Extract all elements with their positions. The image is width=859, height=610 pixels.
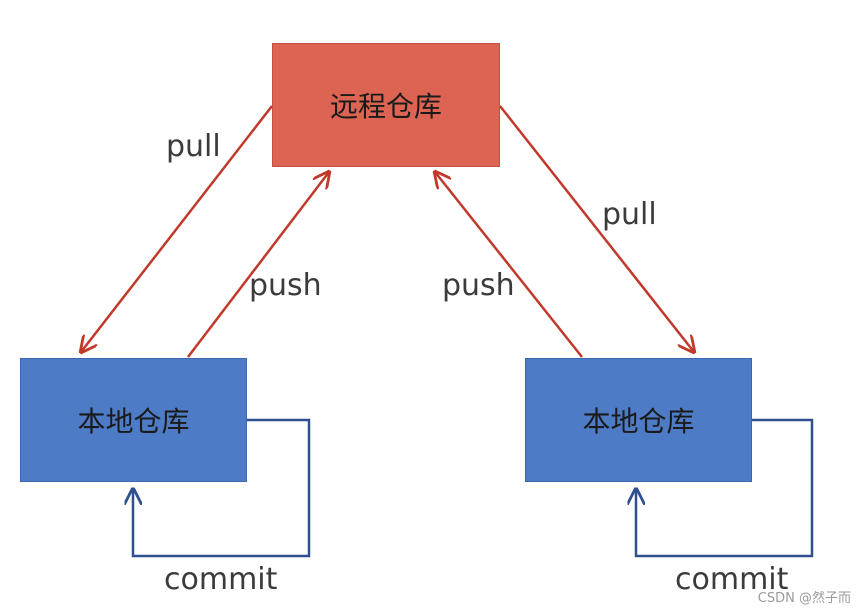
pull-left-label: pull (166, 129, 221, 164)
commit-right-label: commit (675, 562, 789, 597)
local-repo-label-left: 本地仓库 (77, 405, 190, 438)
local-repo-box-left: 本地仓库 (20, 358, 247, 482)
watermark: CSDN @然子而 (757, 591, 851, 606)
push-right-label: push (442, 268, 515, 303)
local-repo-box-right: 本地仓库 (525, 358, 752, 482)
pull-right-label: pull (602, 197, 657, 232)
remote-repo-label: 远程仓库 (329, 90, 442, 123)
pull-right-arrow (499, 105, 694, 352)
push-left-label: push (249, 268, 322, 303)
local-repo-label-right: 本地仓库 (582, 405, 695, 438)
commit-right-loop (636, 418, 814, 558)
push-right-arrow (435, 172, 583, 358)
remote-repo-box: 远程仓库 (272, 43, 500, 167)
push-left-arrow (187, 172, 329, 358)
commit-left-loop (133, 418, 311, 558)
pull-left-arrow (81, 105, 273, 352)
commit-left-label: commit (164, 562, 278, 597)
